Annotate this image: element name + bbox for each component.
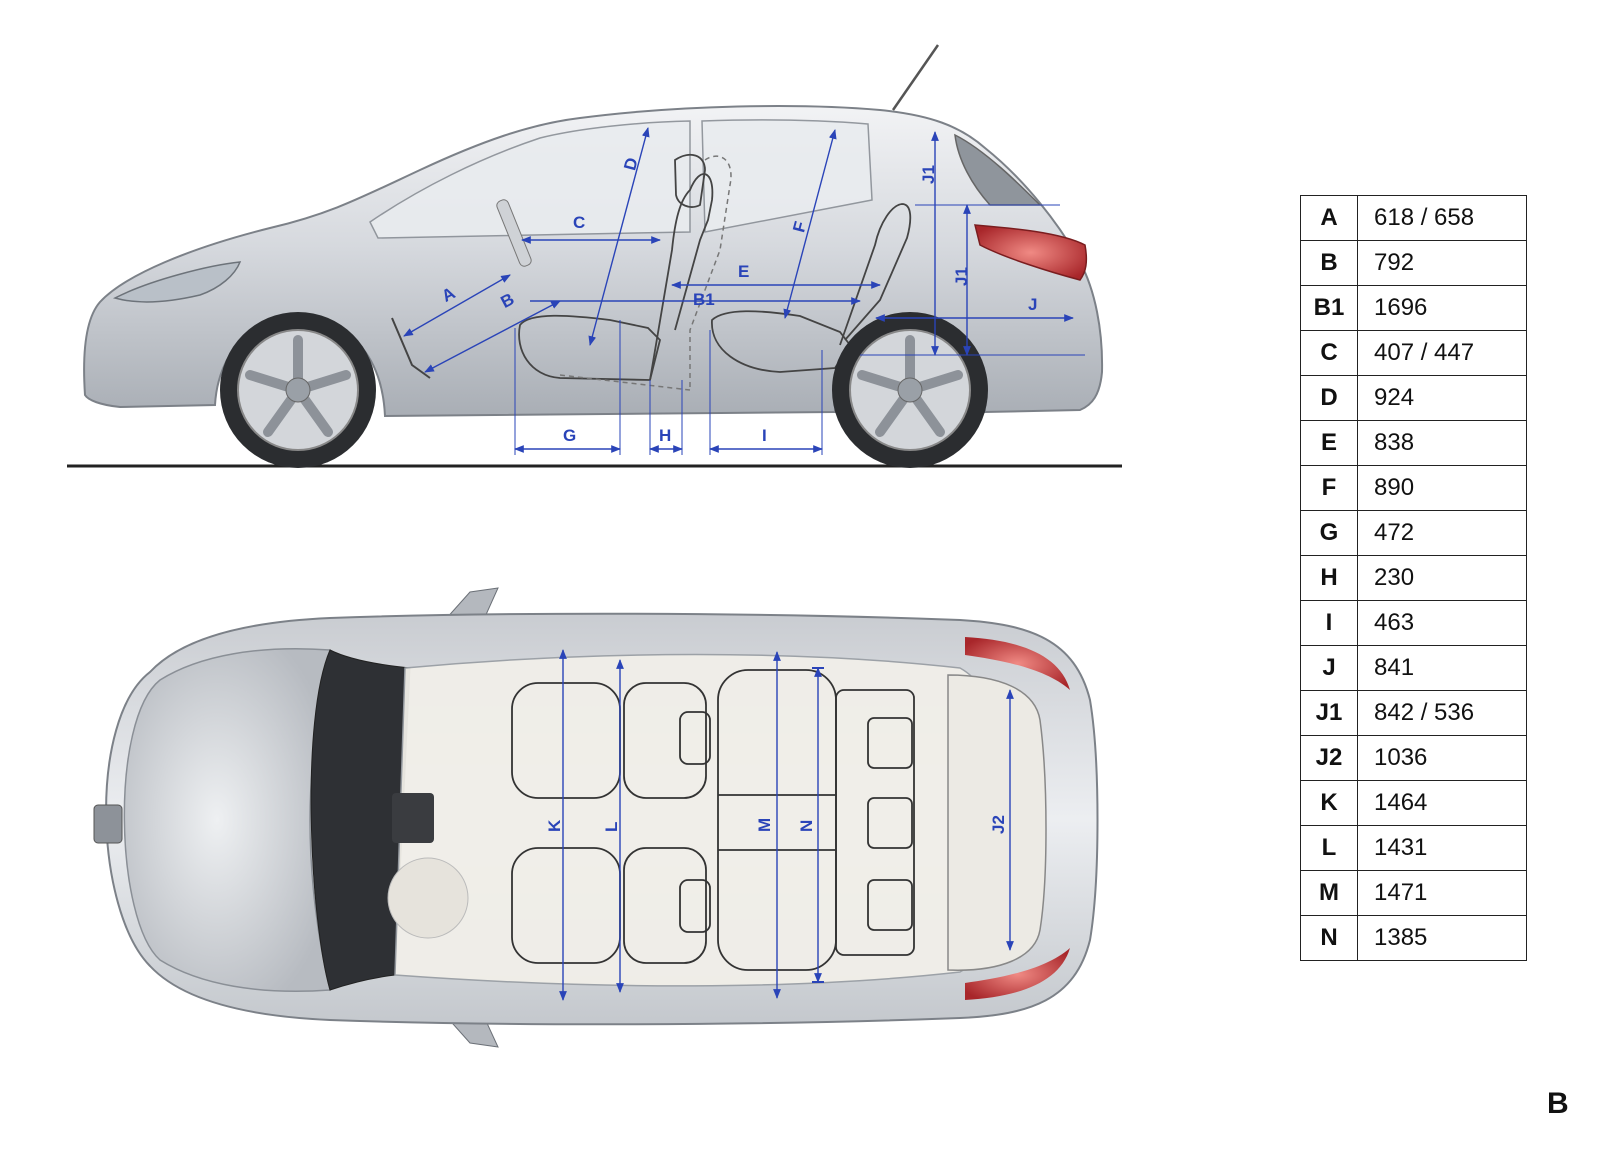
dimension-value: 230	[1357, 555, 1527, 601]
dimension-code: K	[1300, 780, 1358, 826]
top-hood	[123, 648, 331, 992]
dim-line-f	[783, 129, 837, 319]
label-e: E	[738, 262, 749, 281]
top-tail-lamp-right	[965, 948, 1070, 1000]
dimension-code: B	[1300, 240, 1358, 286]
dimension-code: H	[1300, 555, 1358, 601]
dim-line-b	[424, 300, 561, 373]
rear-wheel	[832, 312, 988, 468]
dimension-code: J1	[1300, 690, 1358, 736]
side-headlamp	[112, 261, 242, 303]
dimension-code: J2	[1300, 735, 1358, 781]
pedal	[391, 317, 431, 379]
label-j1-a: J1	[919, 165, 938, 184]
label-i: I	[762, 426, 767, 445]
top-view: K L M N J2	[93, 587, 1099, 1048]
dimension-value: 1696	[1357, 285, 1527, 331]
steering-column	[496, 199, 532, 267]
dimension-code: M	[1300, 870, 1358, 916]
page-letter: B	[1547, 1087, 1569, 1120]
top-interior	[394, 653, 1011, 987]
top-tail-lamp-left	[965, 637, 1070, 690]
dimension-value: 1385	[1357, 915, 1527, 961]
dimension-value: 924	[1357, 375, 1527, 421]
dimension-code: G	[1300, 510, 1358, 556]
dim-line-d	[588, 127, 650, 346]
dimension-code: C	[1300, 330, 1358, 376]
label-j: J	[1028, 295, 1037, 314]
dimension-value: 1431	[1357, 825, 1527, 871]
seat-alternate-outline	[559, 155, 732, 391]
dimension-value: 463	[1357, 600, 1527, 646]
label-d: D	[620, 156, 642, 173]
dimension-value: 407 / 447	[1357, 330, 1527, 376]
top-boot	[947, 674, 1047, 971]
top-airbag	[387, 857, 469, 939]
dimension-code: A	[1300, 195, 1358, 241]
antenna	[891, 44, 940, 111]
dimension-value: 842 / 536	[1357, 690, 1527, 736]
label-h: H	[659, 426, 671, 445]
label-c: C	[573, 213, 585, 232]
label-m: M	[755, 818, 774, 832]
label-b1: B1	[693, 290, 715, 309]
label-n: N	[797, 820, 816, 832]
dimension-code: D	[1300, 375, 1358, 421]
label-k: K	[545, 819, 564, 832]
dimension-value: 618 / 658	[1357, 195, 1527, 241]
top-windscreen	[310, 649, 411, 991]
label-f: F	[789, 219, 810, 234]
label-j1-b: J1	[952, 267, 971, 286]
dimension-value: 838	[1357, 420, 1527, 466]
side-tail-lamp	[974, 224, 1088, 281]
top-dimension-labels: K L M N J2	[545, 815, 1008, 834]
label-j2: J2	[989, 815, 1008, 834]
dimension-value: 890	[1357, 465, 1527, 511]
dimension-code: E	[1300, 420, 1358, 466]
top-dimension-lines	[559, 649, 1014, 1001]
dimension-code: F	[1300, 465, 1358, 511]
label-g: G	[563, 426, 576, 445]
label-l: L	[602, 822, 621, 832]
dimension-code: N	[1300, 915, 1358, 961]
dimension-value: 472	[1357, 510, 1527, 556]
lion-badge-icon	[93, 804, 123, 844]
dimension-code: I	[1300, 600, 1358, 646]
dimension-code: L	[1300, 825, 1358, 871]
side-view: A B B1 C D E F G H I J J1 J1	[67, 44, 1122, 468]
dimension-value: 1036	[1357, 735, 1527, 781]
side-dimension-lines	[403, 127, 1085, 455]
dimension-value: 841	[1357, 645, 1527, 691]
dimension-code: J	[1300, 645, 1358, 691]
dimension-value: 792	[1357, 240, 1527, 286]
dimension-value: 1464	[1357, 780, 1527, 826]
dimension-value: 1471	[1357, 870, 1527, 916]
dimension-code: B1	[1300, 285, 1358, 331]
front-wheel	[220, 312, 376, 468]
top-dash-screen	[392, 793, 434, 843]
